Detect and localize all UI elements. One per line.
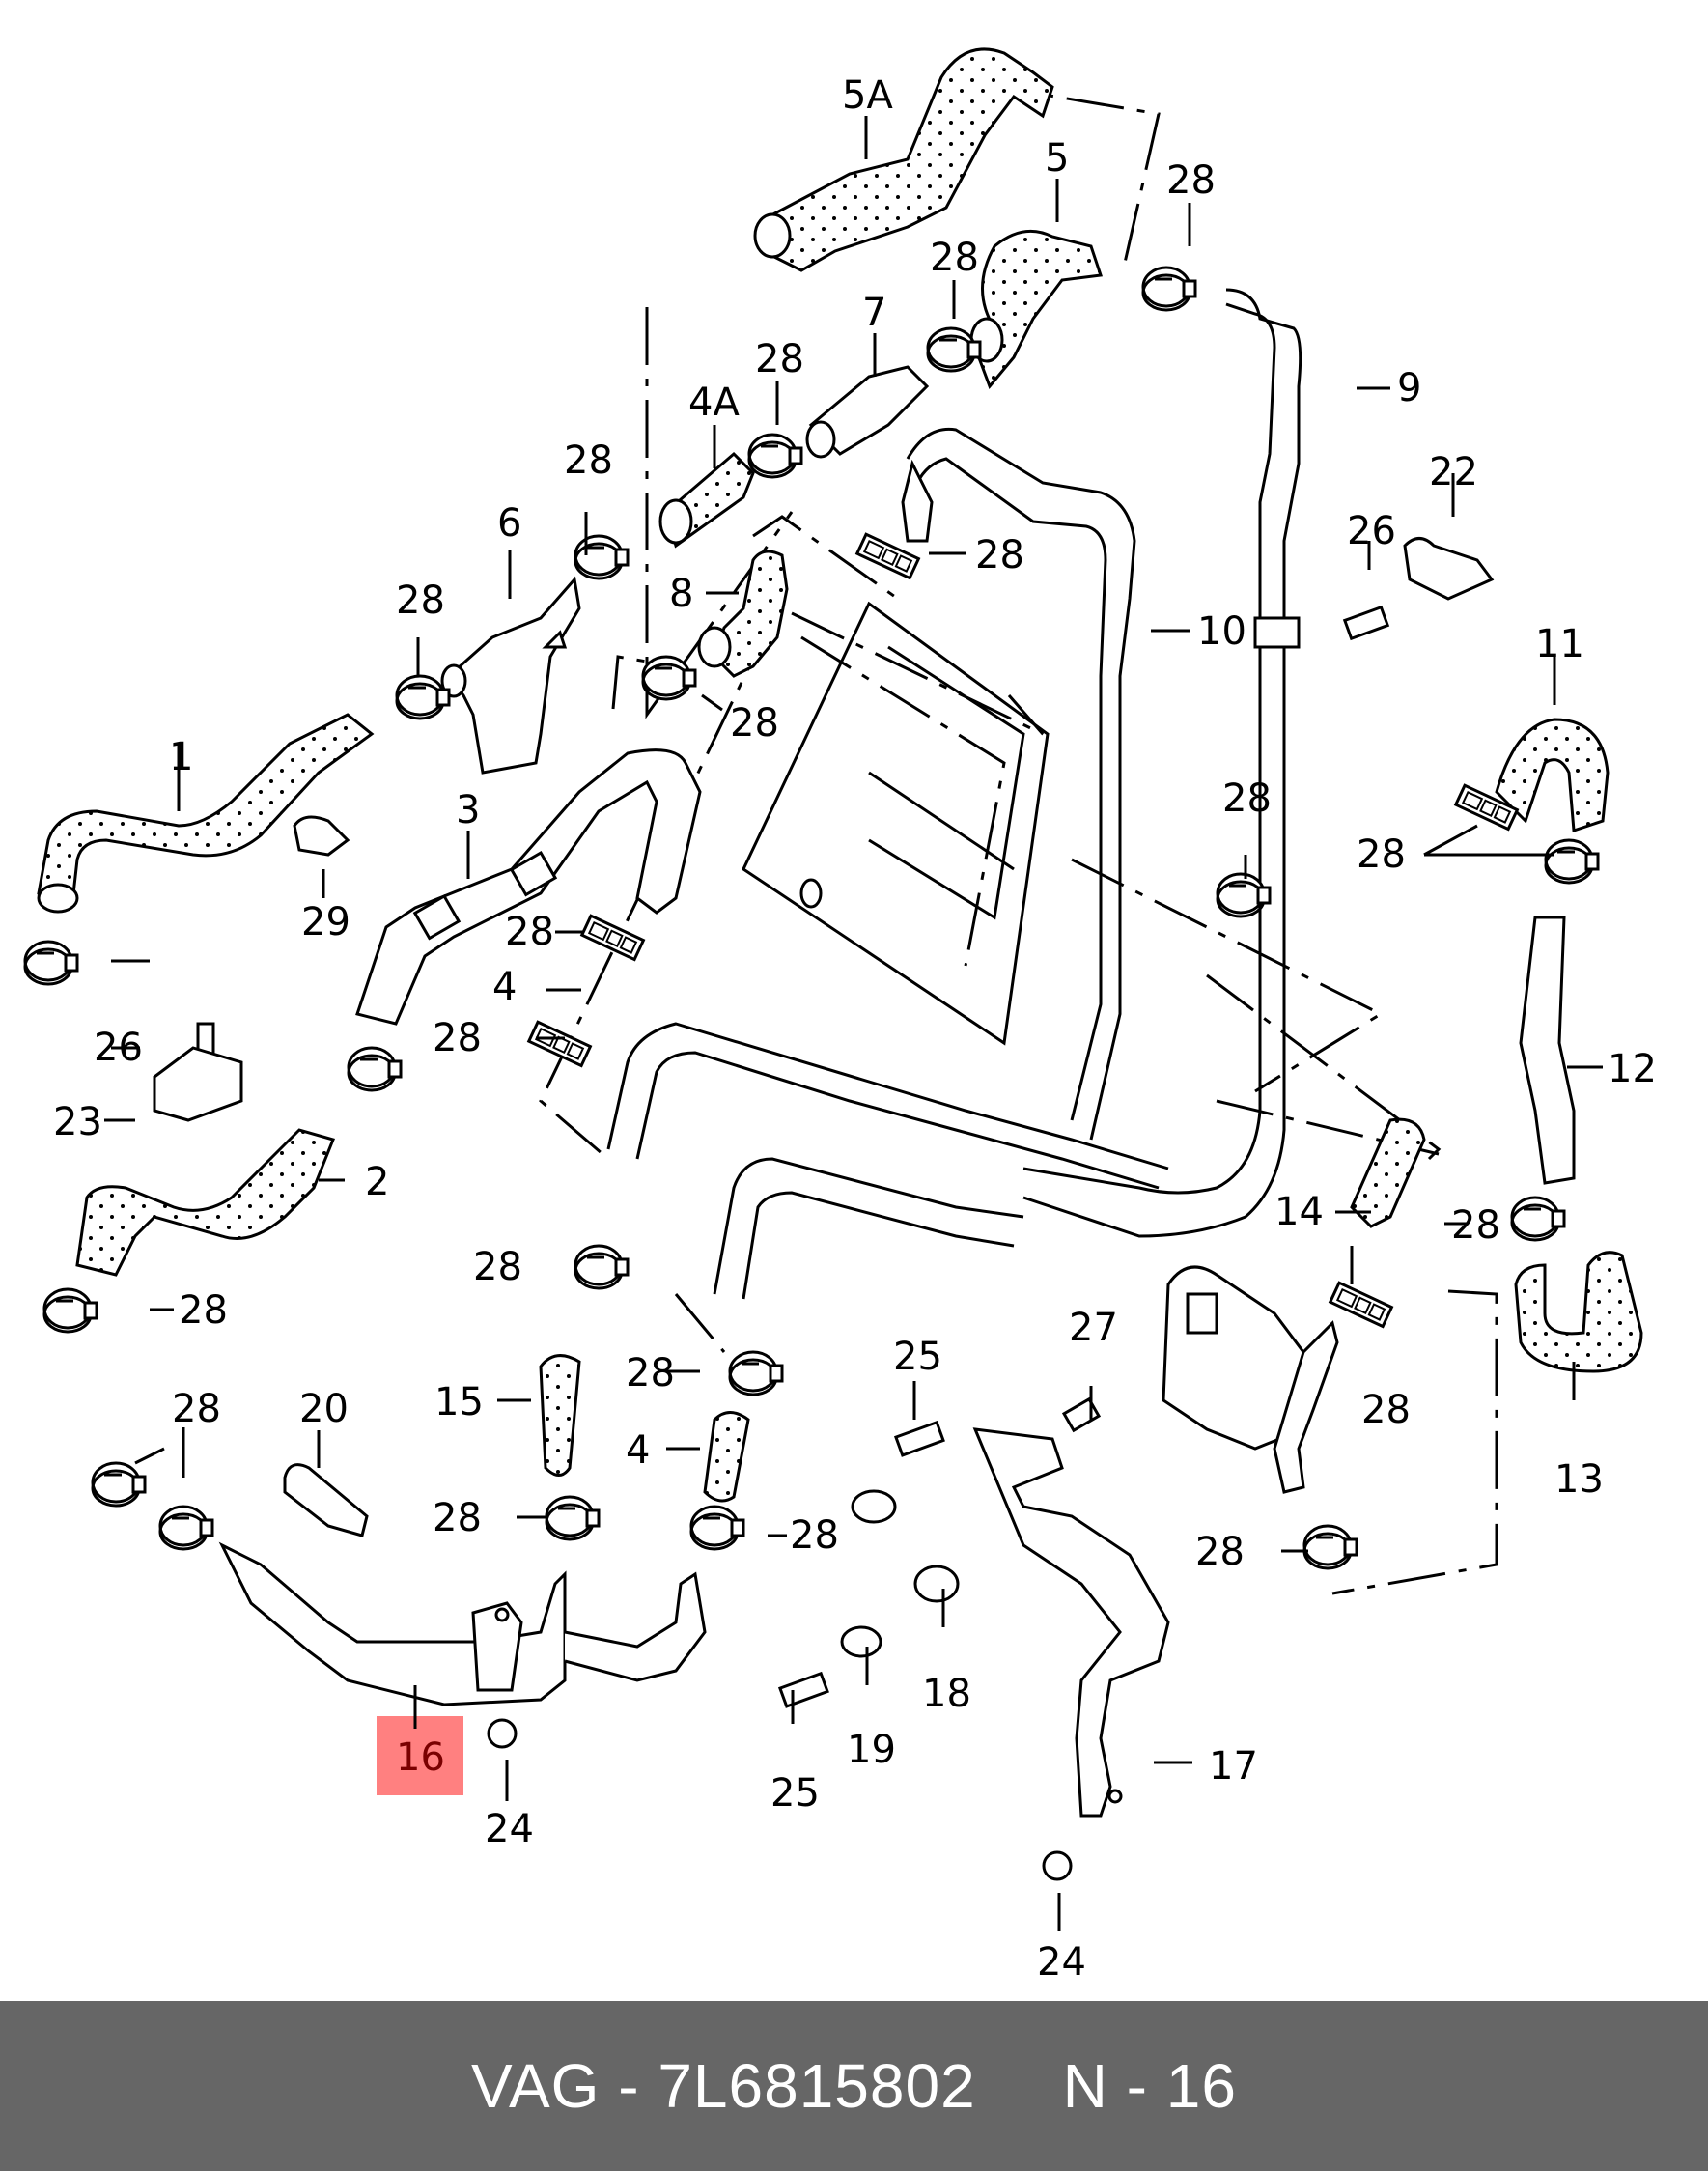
callout-17: 17	[1209, 1744, 1258, 1789]
callout-28: 28	[790, 1513, 839, 1558]
callout-28: 28	[730, 701, 779, 746]
callout-28: 28	[172, 1387, 221, 1431]
callout-20: 20	[299, 1387, 349, 1431]
hose-2	[75, 1128, 336, 1277]
assembly-frames	[539, 81, 1498, 1595]
callout-4: 4	[626, 1428, 650, 1473]
callout-28: 28	[396, 578, 445, 623]
footer-separator: -	[1126, 2051, 1148, 2121]
callout-12: 12	[1608, 1047, 1657, 1091]
callout-1: 1	[169, 735, 193, 779]
callout-28: 28	[505, 910, 554, 954]
hose-12	[1519, 916, 1576, 1185]
callout-28: 28	[1451, 1203, 1500, 1248]
heater-unit	[742, 601, 1050, 1046]
callout-27: 27	[1069, 1306, 1118, 1350]
callout-28: 28	[433, 1016, 482, 1060]
hose-13	[1514, 1251, 1643, 1373]
callout-labels: 5A 5 28 28 7 9 28 4A 28 6 28 8 28 22 26 …	[53, 73, 1657, 1985]
callout-23: 23	[53, 1100, 102, 1144]
hose-5a	[753, 47, 1054, 272]
callout-3: 3	[456, 788, 480, 832]
callout-28: 28	[473, 1245, 522, 1289]
callout-5a: 5A	[842, 73, 893, 118]
callout-4a: 4A	[688, 381, 740, 425]
callout-28: 28	[1166, 158, 1216, 203]
footer-spacer	[600, 2050, 618, 2122]
hose-8	[697, 550, 789, 678]
pipe-10	[901, 427, 1136, 1141]
parts-diagram: 5A 5 28 28 7 9 28 4A 28 6 28 8 28 22 26 …	[23, 47, 1657, 1985]
part-info-footer: VAG - 7L6815802 N - 16	[0, 2001, 1708, 2171]
callout-28: 28	[179, 1288, 228, 1333]
callout-28: 28	[626, 1351, 675, 1396]
callout-28: 28	[564, 438, 613, 483]
callout-2: 2	[365, 1160, 389, 1204]
footer-brand: VAG	[471, 2051, 601, 2121]
footer-separator: -	[618, 2051, 640, 2121]
callout-28: 28	[1195, 1530, 1245, 1574]
callout-5: 5	[1045, 136, 1069, 181]
leader-lines	[104, 116, 1603, 1931]
footer-part-number: 7L6815802	[658, 2051, 976, 2121]
callout-28: 28	[1222, 776, 1272, 821]
callout-28: 28	[1361, 1388, 1411, 1432]
callout-28: 28	[975, 533, 1024, 578]
pipe-16	[218, 1541, 707, 1706]
callout-18: 18	[922, 1672, 971, 1716]
footer-spacer	[1108, 2050, 1127, 2122]
auxiliary-pump	[1162, 1265, 1339, 1494]
footer-spacer	[640, 2050, 658, 2122]
callout-16-highlighted: 16	[396, 1735, 445, 1780]
hose-14	[1350, 1117, 1426, 1228]
coolant-pipe-lower	[606, 1022, 1169, 1300]
callout-6: 6	[497, 501, 521, 546]
callout-24: 24	[1037, 1940, 1086, 1985]
hose-1	[37, 713, 375, 914]
callout-15: 15	[434, 1380, 484, 1424]
hose-4a	[658, 451, 755, 549]
callout-28: 28	[755, 337, 804, 381]
callout-26: 26	[1347, 509, 1396, 553]
pipe-9	[1022, 288, 1302, 1238]
callout-4: 4	[492, 965, 517, 1009]
callout-7: 7	[862, 291, 886, 335]
callout-24: 24	[485, 1807, 534, 1851]
footer-spacer	[1148, 2050, 1166, 2122]
callout-13: 13	[1554, 1457, 1604, 1502]
highlight-box	[377, 1716, 463, 1795]
hose-clamps	[23, 266, 1600, 1570]
callout-29: 29	[301, 900, 350, 945]
callout-10: 10	[1197, 609, 1246, 654]
bracket-17	[972, 1427, 1170, 1818]
hose-15	[539, 1354, 581, 1477]
bracket-20	[283, 1463, 369, 1537]
tee-piece-6	[440, 576, 581, 775]
valve-7	[805, 365, 930, 459]
hardware	[153, 537, 1495, 1881]
callout-14: 14	[1274, 1190, 1324, 1234]
callout-19: 19	[847, 1728, 896, 1772]
callout-9: 9	[1397, 366, 1421, 410]
callout-26: 26	[94, 1026, 143, 1070]
hose-3	[355, 748, 702, 1026]
callout-28: 28	[930, 236, 979, 280]
callout-8: 8	[669, 572, 693, 616]
footer-position-number: 16	[1165, 2051, 1237, 2121]
callout-28: 28	[433, 1496, 482, 1540]
callout-28: 28	[1357, 832, 1406, 877]
hose-5	[969, 229, 1104, 389]
footer-position-prefix: N	[1062, 2051, 1108, 2121]
hose-11	[1495, 718, 1610, 833]
callout-11: 11	[1535, 622, 1584, 666]
hose-4-lower	[703, 1411, 750, 1503]
callout-25: 25	[770, 1771, 820, 1816]
callout-22: 22	[1429, 450, 1478, 494]
callout-25: 25	[893, 1335, 942, 1379]
